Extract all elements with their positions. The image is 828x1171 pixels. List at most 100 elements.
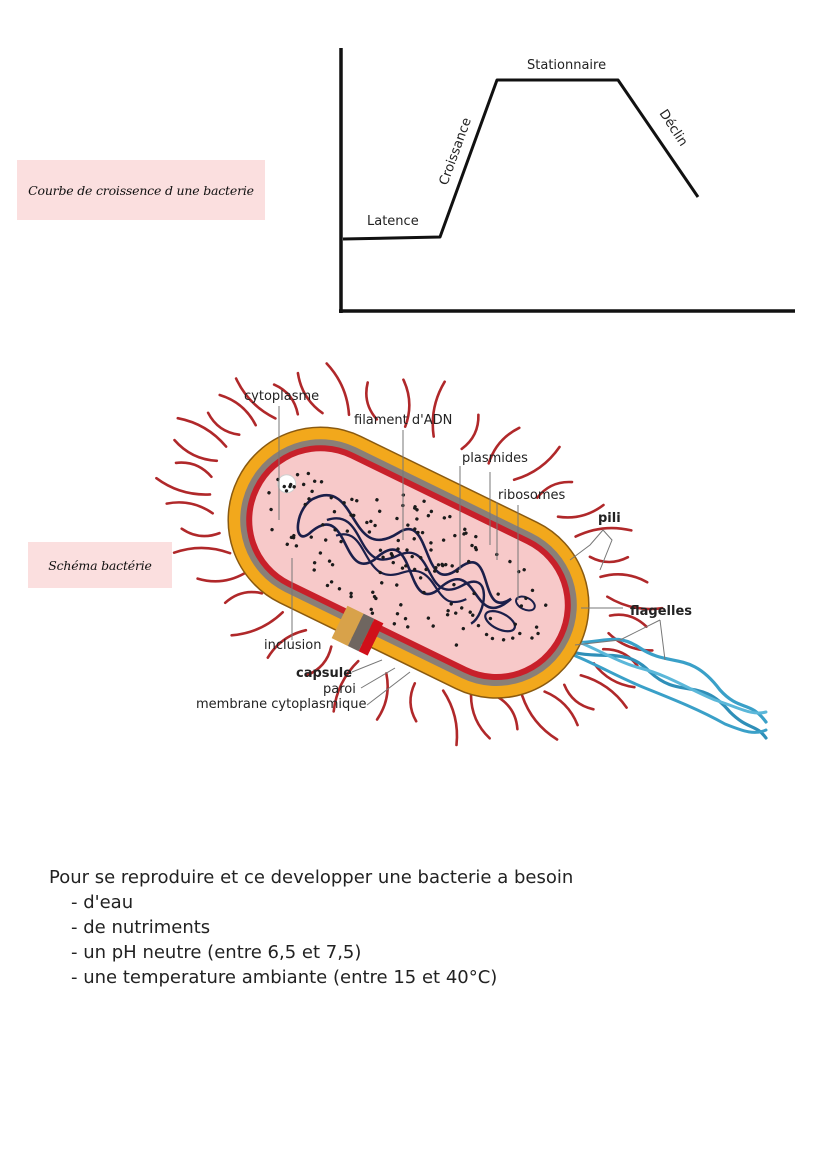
ribosome bbox=[342, 501, 346, 505]
phase-latence-label: Latence bbox=[367, 214, 419, 229]
cut-membrane bbox=[358, 618, 384, 656]
ribosome bbox=[369, 519, 373, 524]
pilus bbox=[196, 572, 246, 583]
ribosome bbox=[440, 562, 444, 567]
ribosome bbox=[530, 636, 534, 640]
pilus bbox=[487, 426, 521, 465]
plasmid bbox=[484, 610, 517, 633]
ribosome bbox=[312, 561, 317, 565]
ribosome bbox=[511, 636, 515, 640]
ribosome bbox=[292, 534, 296, 538]
pilus bbox=[173, 438, 219, 463]
ribosome bbox=[306, 471, 311, 476]
ribosome bbox=[418, 576, 423, 580]
ribosome bbox=[337, 587, 342, 591]
pilus bbox=[441, 689, 459, 747]
ribosome bbox=[325, 583, 330, 588]
ribosome bbox=[452, 582, 456, 587]
ribosome bbox=[350, 497, 354, 502]
pilus bbox=[556, 503, 605, 519]
ribosome bbox=[371, 590, 375, 594]
ribosome bbox=[295, 472, 300, 477]
ribosome bbox=[413, 527, 417, 531]
ribosome bbox=[395, 612, 400, 616]
ribosome bbox=[378, 570, 382, 575]
ribosome bbox=[453, 533, 457, 538]
ribosome bbox=[399, 603, 403, 607]
phase-stationnaire-label: Stationnaire bbox=[527, 58, 606, 73]
ribosome bbox=[448, 514, 452, 519]
pilus bbox=[230, 611, 284, 637]
flagella bbox=[546, 631, 768, 740]
ribosome bbox=[522, 568, 526, 572]
ribosome bbox=[415, 517, 419, 521]
ribosome bbox=[372, 594, 377, 599]
ribosome bbox=[446, 609, 450, 613]
pilus bbox=[512, 445, 561, 482]
ribosome bbox=[431, 624, 435, 628]
ribosome bbox=[454, 611, 458, 615]
ribosome bbox=[454, 643, 459, 647]
ribosome bbox=[267, 491, 271, 495]
ribosome bbox=[484, 632, 489, 637]
pilus bbox=[165, 501, 214, 515]
plasmid bbox=[515, 595, 536, 612]
label-membrane-cytoplasmique: membrane cytoplasmique bbox=[196, 697, 367, 712]
ribosome bbox=[524, 596, 528, 601]
ribosome bbox=[422, 590, 426, 595]
pilus bbox=[155, 476, 212, 496]
ribosome bbox=[474, 534, 478, 539]
ribosome bbox=[307, 497, 311, 501]
ribosome bbox=[349, 591, 353, 596]
ribosome bbox=[530, 588, 535, 593]
pilus bbox=[325, 362, 351, 417]
ribosome bbox=[426, 616, 431, 620]
ribosome bbox=[395, 516, 399, 521]
ribosome bbox=[352, 513, 356, 518]
ribosome bbox=[412, 537, 416, 541]
ribosome bbox=[444, 562, 448, 567]
ribosome bbox=[534, 625, 539, 629]
ribosome bbox=[449, 602, 453, 606]
ribosome bbox=[373, 523, 377, 528]
ribosome bbox=[441, 538, 446, 542]
ribosome bbox=[476, 623, 481, 628]
label-cytoplasme: cytoplasme bbox=[244, 389, 319, 404]
ribosome bbox=[349, 594, 353, 599]
ribosome bbox=[462, 532, 466, 536]
ribosome bbox=[413, 506, 417, 510]
pilus bbox=[375, 672, 389, 721]
ribosome bbox=[378, 548, 383, 552]
ribosome bbox=[396, 538, 400, 543]
cut-capsule bbox=[331, 605, 364, 646]
ribosome bbox=[460, 606, 464, 610]
ribosome bbox=[519, 604, 524, 608]
ribosome bbox=[396, 547, 400, 551]
ribosome bbox=[490, 636, 495, 641]
ribosome bbox=[508, 559, 512, 564]
ribosome bbox=[429, 548, 433, 552]
pilus bbox=[599, 572, 649, 584]
pilus bbox=[543, 690, 579, 727]
label-capsule: capsule bbox=[296, 666, 352, 681]
dna-filament-3 bbox=[335, 533, 467, 603]
pilus bbox=[332, 659, 360, 713]
ribosome bbox=[410, 554, 414, 559]
pilus bbox=[460, 413, 480, 451]
ribosome bbox=[389, 552, 394, 556]
ribosome bbox=[332, 509, 337, 514]
ribosomes-group bbox=[267, 471, 548, 647]
ribosome bbox=[429, 509, 434, 514]
requirement-item: - un pH neutre (entre 6,5 et 7,5) bbox=[71, 942, 362, 963]
ribosome bbox=[321, 523, 325, 527]
pilus bbox=[574, 526, 633, 538]
pilus bbox=[601, 647, 639, 668]
pilus bbox=[305, 645, 333, 677]
pilus bbox=[296, 371, 324, 415]
ribosome bbox=[450, 564, 454, 568]
ribosome bbox=[310, 489, 314, 494]
pilus bbox=[606, 595, 664, 611]
ribosome bbox=[345, 529, 350, 533]
ribosome bbox=[471, 613, 475, 617]
ribosome bbox=[445, 613, 450, 617]
